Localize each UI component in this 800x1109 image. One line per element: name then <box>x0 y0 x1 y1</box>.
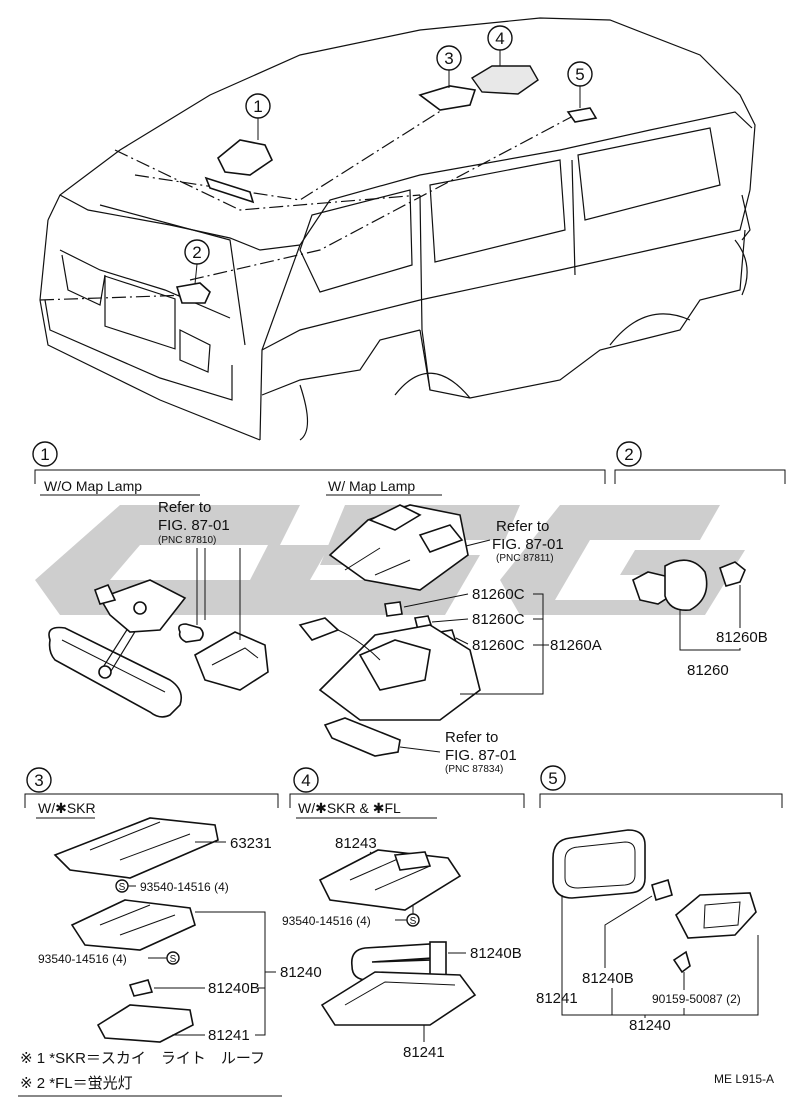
fl-lens-drawing <box>320 971 477 1026</box>
ref-c-pnc: (PNC 87834) <box>445 764 503 775</box>
screw-symbol-3b: S <box>170 954 177 965</box>
door-lamp-housing-drawing <box>674 892 757 939</box>
pn-81240b-sec3: 81240B <box>208 980 260 997</box>
callout-3: 3 <box>436 45 462 88</box>
section-5-index: 5 <box>548 769 557 788</box>
section-4-index: 4 <box>301 771 310 790</box>
w-map-lamp-heading: W/ Map Lamp <box>328 478 415 494</box>
footnote-2: ※ 2 *FL＝蛍光灯 <box>20 1075 133 1092</box>
callout-1-label: 1 <box>253 97 262 116</box>
pn-81260c-1: 81260C <box>472 586 525 603</box>
section-3-header: W/✱SKR <box>38 800 96 816</box>
pn-63231: 63231 <box>230 835 272 852</box>
pn-81243: 81243 <box>335 835 377 852</box>
callout-5-label: 5 <box>575 65 584 84</box>
ref-c-line1: Refer to <box>445 729 498 746</box>
callout-2-label: 2 <box>192 243 201 262</box>
ref-a-line1: Refer to <box>158 499 211 516</box>
section-1-index: 1 <box>40 445 49 464</box>
footnote-1: ※ 1 *SKR＝スカイ ライト ルーフ <box>20 1050 265 1067</box>
callout-2: 2 <box>184 239 210 285</box>
rear-view-mirror-drawing <box>48 579 269 718</box>
map-lamp-assembly-drawing <box>298 504 481 757</box>
fl-lamp-housing-drawing <box>318 849 462 911</box>
ref-a-pnc: (PNC 87810) <box>158 535 216 546</box>
courtesy-lamp-drawing <box>632 559 746 612</box>
pn-81240b-sec5: 81240B <box>582 970 634 987</box>
screw-symbol-3a: S <box>119 882 126 893</box>
section-3: 3 W/✱SKR 63231 S 93540-14516 (4) S 93540… <box>24 767 322 1044</box>
section-1: 1 W/O Map Lamp W/ Map Lamp Refer to FIG.… <box>32 441 606 775</box>
footnotes: ※ 1 *SKR＝スカイ ライト ルーフ ※ 2 *FL＝蛍光灯 <box>18 1050 282 1097</box>
pn-screw-sec5: 90159-50087 (2) <box>652 992 741 1006</box>
pn-81260b-sec2: 81260B <box>716 629 768 646</box>
figure-code: ME L915-A <box>714 1072 774 1086</box>
section-3-index: 3 <box>34 771 43 790</box>
skr-lamp-housing-drawing <box>70 899 196 951</box>
pn-81260c-2: 81260C <box>472 611 525 628</box>
ref-a-line2: FIG. 87-01 <box>158 517 230 534</box>
pn-81241-sec5: 81241 <box>536 990 578 1007</box>
section-4: 4 W/✱SKR & ✱FL 81243 S 93540-14516 (4) 8… <box>282 767 525 1061</box>
pn-81260-sec2: 81260 <box>687 662 729 679</box>
callout-4: 4 <box>487 25 513 66</box>
pn-screw-3b: 93540-14516 (4) <box>38 952 127 966</box>
section-4-header: W/✱SKR & ✱FL <box>298 800 401 816</box>
ref-b-line1: Refer to <box>496 518 549 535</box>
sky-light-bracket-drawing <box>53 817 219 879</box>
ref-b-pnc: (PNC 87811) <box>496 553 554 564</box>
pn-81240b-sec4: 81240B <box>470 945 522 962</box>
wo-map-lamp-heading: W/O Map Lamp <box>44 478 142 494</box>
screw-symbol-4: S <box>410 916 417 927</box>
callout-4-label: 4 <box>495 29 504 48</box>
callout-3-label: 3 <box>444 49 453 68</box>
pn-81260c-3: 81260C <box>472 637 525 654</box>
pn-81241-sec4: 81241 <box>403 1044 445 1061</box>
pn-screw-sec4: 93540-14516 (4) <box>282 914 371 928</box>
callout-5: 5 <box>567 61 593 108</box>
section-5: 5 81240B 81241 90159-50087 (2) 81240 <box>536 765 783 1034</box>
callout-1: 1 <box>245 93 271 140</box>
ref-c-line2: FIG. 87-01 <box>445 747 517 764</box>
pn-81241-sec3: 81241 <box>208 1027 250 1044</box>
section-2-index: 2 <box>624 445 633 464</box>
door-lamp-lens-drawing <box>552 829 646 899</box>
pn-81240-sec3: 81240 <box>280 964 322 981</box>
pn-81260a: 81260A <box>550 637 602 654</box>
van-illustration <box>39 17 756 441</box>
section-2: 2 81260B 81260 <box>614 441 786 679</box>
pn-81240-sec5: 81240 <box>629 1017 671 1034</box>
fluorescent-tube-drawing <box>350 941 447 981</box>
ref-b-line2: FIG. 87-01 <box>492 536 564 553</box>
pn-screw-3a: 93540-14516 (4) <box>140 880 229 894</box>
